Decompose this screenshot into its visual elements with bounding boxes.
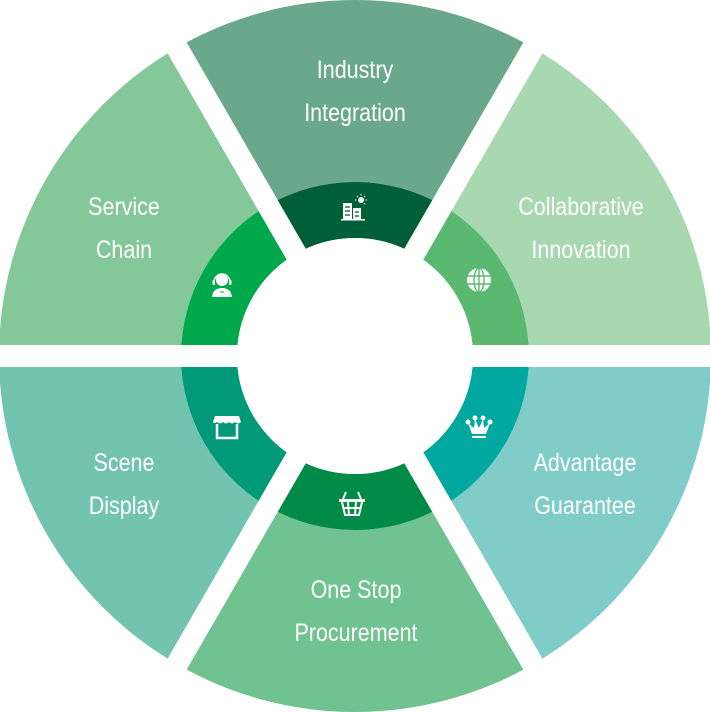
segment-inner-scene-display bbox=[181, 356, 296, 507]
label-advantage-guarantee: Advantage Guarantee bbox=[490, 442, 679, 528]
storefront-icon bbox=[213, 416, 241, 440]
segment-outer-service-chain bbox=[0, 47, 268, 356]
headset-agent-icon bbox=[212, 273, 232, 297]
label-line: Display bbox=[88, 492, 160, 520]
segment-outer-advantage-guarantee bbox=[442, 356, 710, 665]
label-one-stop-procurement: One Stop Procurement bbox=[261, 569, 450, 655]
globe-icon bbox=[467, 267, 491, 293]
label-line: Industry bbox=[316, 56, 394, 84]
label-line: Scene bbox=[93, 449, 155, 477]
label-line: Procurement bbox=[294, 619, 418, 647]
segment-inner-service-chain bbox=[181, 205, 296, 356]
segment-outer-collaborative-innovation bbox=[442, 47, 710, 356]
label-scene-display: Scene Display bbox=[29, 442, 218, 528]
shopping-basket-icon bbox=[339, 491, 365, 516]
segment-outer-industry-integration bbox=[177, 0, 533, 206]
label-line: Chain bbox=[95, 236, 153, 264]
segment-outer-one-stop-procurement bbox=[177, 506, 533, 712]
label-line: One Stop bbox=[310, 576, 402, 604]
label-line: Advantage bbox=[533, 449, 637, 477]
crown-icon bbox=[465, 415, 493, 438]
label-line: Collaborative bbox=[518, 193, 644, 221]
center-hole bbox=[237, 238, 473, 474]
segment-outer-scene-display bbox=[0, 356, 268, 665]
label-line: Integration bbox=[304, 99, 406, 127]
label-service-chain: Service Chain bbox=[29, 186, 218, 272]
label-collaborative-innovation: Collaborative Innovation bbox=[486, 186, 675, 272]
building-sun-icon bbox=[341, 194, 367, 221]
label-industry-integration: Industry Integration bbox=[260, 49, 449, 135]
segment-inner-one-stop-procurement bbox=[268, 458, 442, 530]
label-line: Innovation bbox=[531, 236, 631, 264]
label-line: Guarantee bbox=[534, 492, 636, 520]
label-line: Service bbox=[88, 193, 160, 221]
